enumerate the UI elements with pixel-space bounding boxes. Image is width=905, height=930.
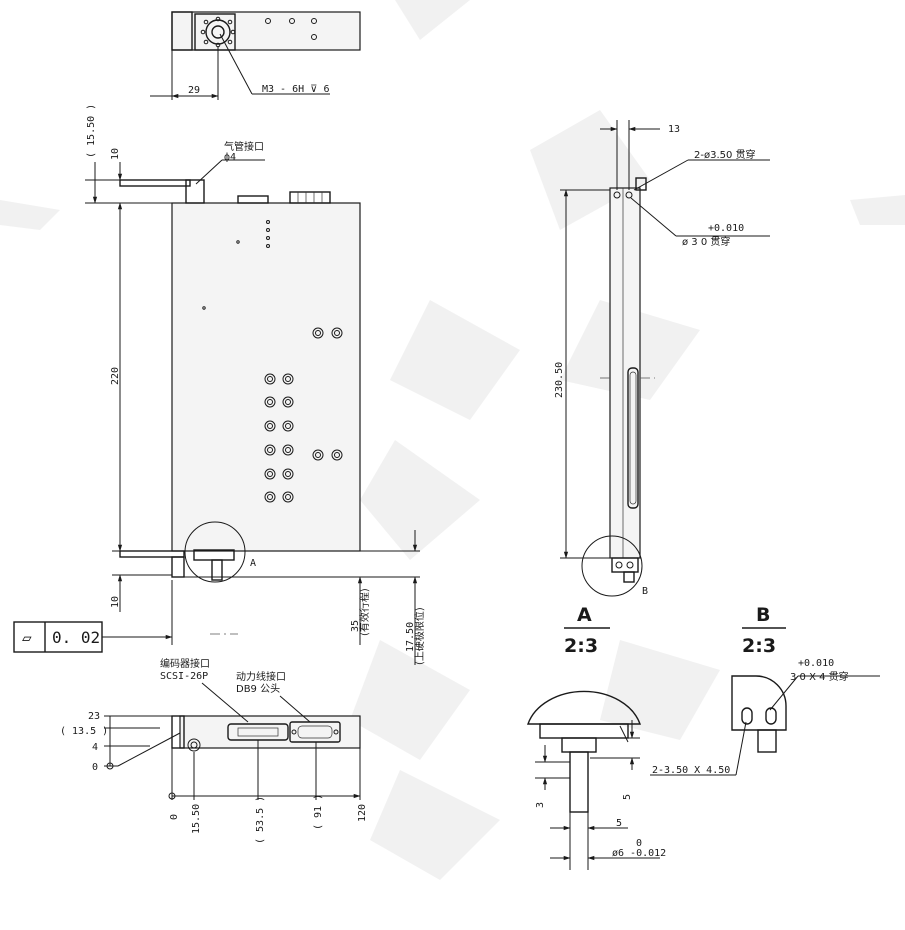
air-port-size: ф4 <box>224 151 236 163</box>
power-connector-top <box>289 191 331 204</box>
dim-91: ( 91 ) <box>313 794 324 830</box>
detail-a-scale: 2:3 <box>564 635 598 657</box>
dim-5-right: 5 <box>622 794 633 800</box>
dim-15-50-bottom: 15.50 <box>191 804 202 834</box>
dim-17-50: 17.50 <box>405 622 416 652</box>
db9-connector <box>289 721 341 743</box>
encoder-type: SCSI-26P <box>160 671 208 682</box>
dim-35-note: (有效行程) <box>358 588 371 636</box>
dim-0-left: 0 <box>92 762 98 773</box>
power-label: 动力线接口 <box>236 670 286 683</box>
detail-b-tolerance: +0.010 <box>798 658 834 669</box>
pin-tolerance: +0.010 <box>708 223 744 234</box>
dim-29: 29 <box>188 85 200 96</box>
detail-b-pin-note: 3 0 X 4 贯穿 <box>790 670 849 683</box>
dim-23: 23 <box>88 711 100 722</box>
detail-a: A 2:3 3 5 5 0 ø6 -0.012 <box>527 604 666 870</box>
encoder-connector-top <box>237 195 269 204</box>
top-view-body <box>171 11 361 51</box>
power-type: DB9 公头 <box>236 683 280 695</box>
detail-a-dome <box>527 690 641 725</box>
pin-note: ø 3 0 贯穿 <box>682 235 730 248</box>
dim-4: 4 <box>92 742 98 753</box>
side-slot <box>627 367 639 509</box>
front-view-body <box>171 202 361 552</box>
detail-a-title: A <box>577 604 592 626</box>
flatness-value: 0. 02 <box>52 628 100 647</box>
detail-b-scale: 2:3 <box>742 635 776 657</box>
holes-note: 2-ø3.50 贯穿 <box>694 148 756 161</box>
dim-230-50: 230.50 <box>554 362 565 398</box>
detail-callout-b: B <box>642 586 648 597</box>
dim-3: 3 <box>535 802 546 808</box>
detail-b-title: B <box>756 604 770 626</box>
dim-53-5: ( 53.5 ) <box>255 796 266 844</box>
dim-220: 220 <box>110 367 121 385</box>
shaft-tolerance: 0 <box>636 838 642 849</box>
dim-5-bottom: 5 <box>616 818 622 829</box>
dim-10-top: 10 <box>110 148 121 160</box>
shaft-circle <box>211 25 225 39</box>
detail-b-circle <box>581 535 643 597</box>
flatness-frame: ▱ 0. 02 <box>13 580 173 653</box>
bottom-view-body <box>179 715 361 749</box>
dim-17-50-note: (上硬极限位) <box>413 607 426 665</box>
top-view-end-block <box>171 11 193 51</box>
detail-b: B 2:3 +0.010 3 0 X 4 贯穿 2-3.50 X 4.50 <box>650 604 880 776</box>
shaft-note: ø6 -0.012 <box>612 848 666 859</box>
watermark-logo <box>0 0 905 880</box>
dim-120: 120 <box>357 804 368 822</box>
dim-13-5: ( 13.5 ) <box>60 726 108 737</box>
screw-holes <box>264 327 343 503</box>
side-view: B 13 2-ø3.50 贯穿 +0.010 ø 3 0 贯穿 230.50 <box>554 120 770 597</box>
detail-callout-a: A <box>250 558 256 569</box>
dim-0-bottom: 0 <box>169 814 180 820</box>
dim-10-bottom: 10 <box>110 596 121 608</box>
thread-note: M3 - 6H ⊽ 6 <box>262 84 330 95</box>
dim-15-50: ( 15.50 ) <box>86 104 97 158</box>
encoder-label: 编码器接口 <box>160 657 210 670</box>
top-view: 29 M3 - 6H ⊽ 6 <box>150 11 361 100</box>
flange-circle <box>205 19 231 45</box>
bottom-view: 编码器接口 SCSI-26P 动力线接口 DB9 公头 23 ( 13.5 ) … <box>60 657 368 844</box>
air-fitting <box>185 179 205 204</box>
front-view: A ( 15.50 ) 10 220 10 35 (有效行程) 17.50 (上… <box>85 104 426 665</box>
air-tube <box>119 179 191 187</box>
detail-b-section <box>731 675 787 731</box>
dim-35: 35 <box>350 620 361 632</box>
air-port-label: 气管接口 <box>224 140 264 153</box>
flatness-symbol: ▱ <box>22 628 32 647</box>
dim-13: 13 <box>668 124 680 135</box>
detail-a-circle <box>184 521 246 583</box>
detail-b-slot-note: 2-3.50 X 4.50 <box>652 765 730 776</box>
